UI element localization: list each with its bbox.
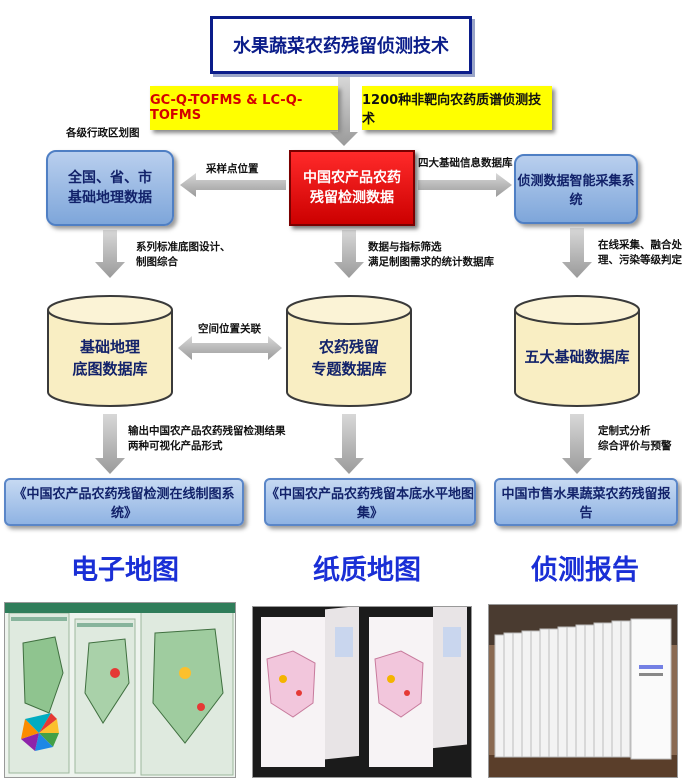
product-electronic-label: 电子地图 xyxy=(71,555,179,586)
arrow-down-base xyxy=(95,414,125,474)
arrow-down-topic xyxy=(334,414,364,474)
geo-data-box: 全国、省、市 基础地理数据 xyxy=(46,150,174,226)
label-std-design-2: 制图综合 xyxy=(136,256,178,268)
label-std-design: 系列标准底图设计、 制图综合 xyxy=(136,240,231,270)
arrow-spatial-link xyxy=(178,336,282,360)
arrow-down-collect xyxy=(562,228,592,278)
label-output-2: 两种可视化产品形式 xyxy=(128,440,223,452)
base-db-line-2: 底图数据库 xyxy=(72,360,148,378)
collect-system-box: 侦测数据智能采集系统 xyxy=(514,154,638,224)
label-custom: 定制式分析 综合评价与预警 xyxy=(598,424,672,454)
label-filter-2: 满足制图需求的统计数据库 xyxy=(368,256,494,268)
topic-db-line-2: 专题数据库 xyxy=(311,360,387,378)
product-report-label: 侦测报告 xyxy=(531,555,639,586)
base-db-line-1: 基础地理 xyxy=(79,338,140,356)
geo-line-1: 全国、省、市 xyxy=(68,170,152,186)
geo-line-2: 基础地理数据 xyxy=(68,190,152,206)
label-filter: 数据与指标筛选 满足制图需求的统计数据库 xyxy=(368,240,494,270)
tech-left-box: GC-Q-TOFMS & LC-Q-TOFMS xyxy=(150,86,338,130)
arrow-down-title xyxy=(330,76,358,146)
label-filter-1: 数据与指标筛选 xyxy=(368,241,442,253)
tech-right-box: 1200种非靶向农药质谱侦测技术 xyxy=(362,86,552,130)
five-db-label: 五大基础数据库 xyxy=(524,348,630,366)
arrow-down-pesticide xyxy=(334,230,364,278)
label-custom-2: 综合评价与预警 xyxy=(598,440,672,452)
label-online-2: 理、污染等级判定 xyxy=(598,254,682,266)
label-admin-maps: 各级行政区划图 xyxy=(66,127,140,139)
output-online-system: 《中国农产品农药残留检测在线制图系统》 xyxy=(4,478,244,526)
cylinder-five-db xyxy=(514,295,640,407)
pesticide-line-2: 残留检测数据 xyxy=(310,190,394,206)
arrow-right-fourdb xyxy=(418,173,512,197)
label-output: 输出中国农产品农药残留检测结果 两种可视化产品形式 xyxy=(128,424,286,454)
pesticide-line-1: 中国农产品农药 xyxy=(303,170,401,186)
output-atlas: 《中国农产品农药残留本底水平地图集》 xyxy=(264,478,476,526)
topic-db-label: 农药残留 专题数据库 xyxy=(287,336,411,380)
label-four-db: 四大基础信息数据库 xyxy=(418,157,513,169)
page-title: 水果蔬菜农药残留侦测技术 xyxy=(210,16,472,74)
report-books-image xyxy=(488,604,678,778)
label-output-1: 输出中国农产品农药残留检测结果 xyxy=(128,425,286,437)
output-report: 中国市售水果蔬菜农药残留报告 xyxy=(494,478,678,526)
base-db-label: 基础地理 底图数据库 xyxy=(48,336,172,380)
electronic-map-image xyxy=(4,602,236,778)
pesticide-data-box: 中国农产品农药 残留检测数据 xyxy=(289,150,415,226)
cylinder-base-db xyxy=(47,295,173,407)
cylinder-topic-db xyxy=(286,295,412,407)
label-custom-1: 定制式分析 xyxy=(598,425,651,437)
label-online-1: 在线采集、融合处 xyxy=(598,239,682,251)
label-online: 在线采集、融合处 理、污染等级判定 xyxy=(598,238,682,268)
product-paper-label: 纸质地图 xyxy=(313,555,421,586)
paper-atlas-image xyxy=(252,606,472,778)
arrow-down-geo xyxy=(95,230,125,278)
label-spatial: 空间位置关联 xyxy=(198,323,261,335)
arrow-left-sampling xyxy=(180,173,286,197)
label-std-design-1: 系列标准底图设计、 xyxy=(136,241,231,253)
arrow-down-five xyxy=(562,414,592,474)
label-sampling: 采样点位置 xyxy=(206,163,259,175)
topic-db-line-1: 农药残留 xyxy=(318,338,379,356)
